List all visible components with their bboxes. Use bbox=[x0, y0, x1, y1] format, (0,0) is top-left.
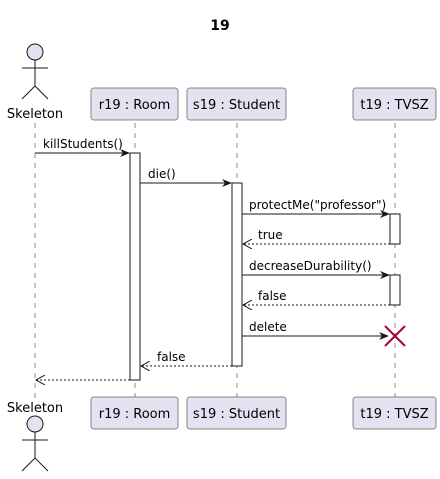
participant-t19-top: t19 : TVSZ bbox=[352, 87, 437, 121]
actor-head-icon bbox=[26, 43, 44, 61]
activation-t19-2 bbox=[389, 274, 401, 306]
message-delete: delete bbox=[242, 320, 406, 347]
participant-label: t19 : TVSZ bbox=[360, 98, 428, 113]
actor-skeleton-top: Skeleton bbox=[7, 43, 63, 122]
participant-label: r19 : Room bbox=[99, 98, 171, 113]
message-label: decreaseDurability() bbox=[249, 259, 372, 273]
activation-r19 bbox=[129, 152, 141, 381]
message-label: die() bbox=[148, 167, 176, 181]
activation-s19 bbox=[231, 182, 243, 367]
actor-label-bottom: Skeleton bbox=[7, 401, 63, 416]
message-protect-me: protectMe("professor") bbox=[242, 198, 390, 218]
destroy-x-icon bbox=[384, 325, 406, 347]
diagram-title: 19 bbox=[210, 18, 229, 34]
actor-skeleton-bottom: Skeleton bbox=[7, 401, 63, 472]
message-label: killStudents() bbox=[43, 137, 123, 151]
activation-t19-1 bbox=[389, 213, 401, 245]
participant-label: r19 : Room bbox=[99, 407, 171, 422]
message-label: false bbox=[258, 289, 287, 303]
participant-r19-top: r19 : Room bbox=[90, 87, 179, 121]
participant-t19-bottom: t19 : TVSZ bbox=[352, 396, 437, 430]
participant-label: s19 : Student bbox=[193, 98, 280, 113]
actor-head-icon bbox=[26, 415, 44, 433]
message-label: false bbox=[157, 350, 186, 364]
participant-r19-bottom: r19 : Room bbox=[90, 396, 179, 430]
participant-s19-top: s19 : Student bbox=[186, 87, 287, 121]
participant-label: t19 : TVSZ bbox=[360, 407, 428, 422]
message-decrease-durability: decreaseDurability() bbox=[242, 259, 390, 279]
message-label: true bbox=[258, 228, 283, 242]
message-return-true: true bbox=[243, 228, 390, 244]
message-kill-students: killStudents() bbox=[35, 137, 130, 157]
message-return-false-s19: false bbox=[141, 350, 232, 366]
message-label: delete bbox=[249, 320, 287, 334]
participant-s19-bottom: s19 : Student bbox=[186, 396, 287, 430]
message-die: die() bbox=[140, 167, 232, 187]
participant-label: s19 : Student bbox=[193, 407, 280, 422]
message-label: protectMe("professor") bbox=[249, 198, 386, 212]
actor-label-top: Skeleton bbox=[7, 107, 63, 122]
message-return-false-t19: false bbox=[243, 289, 390, 305]
